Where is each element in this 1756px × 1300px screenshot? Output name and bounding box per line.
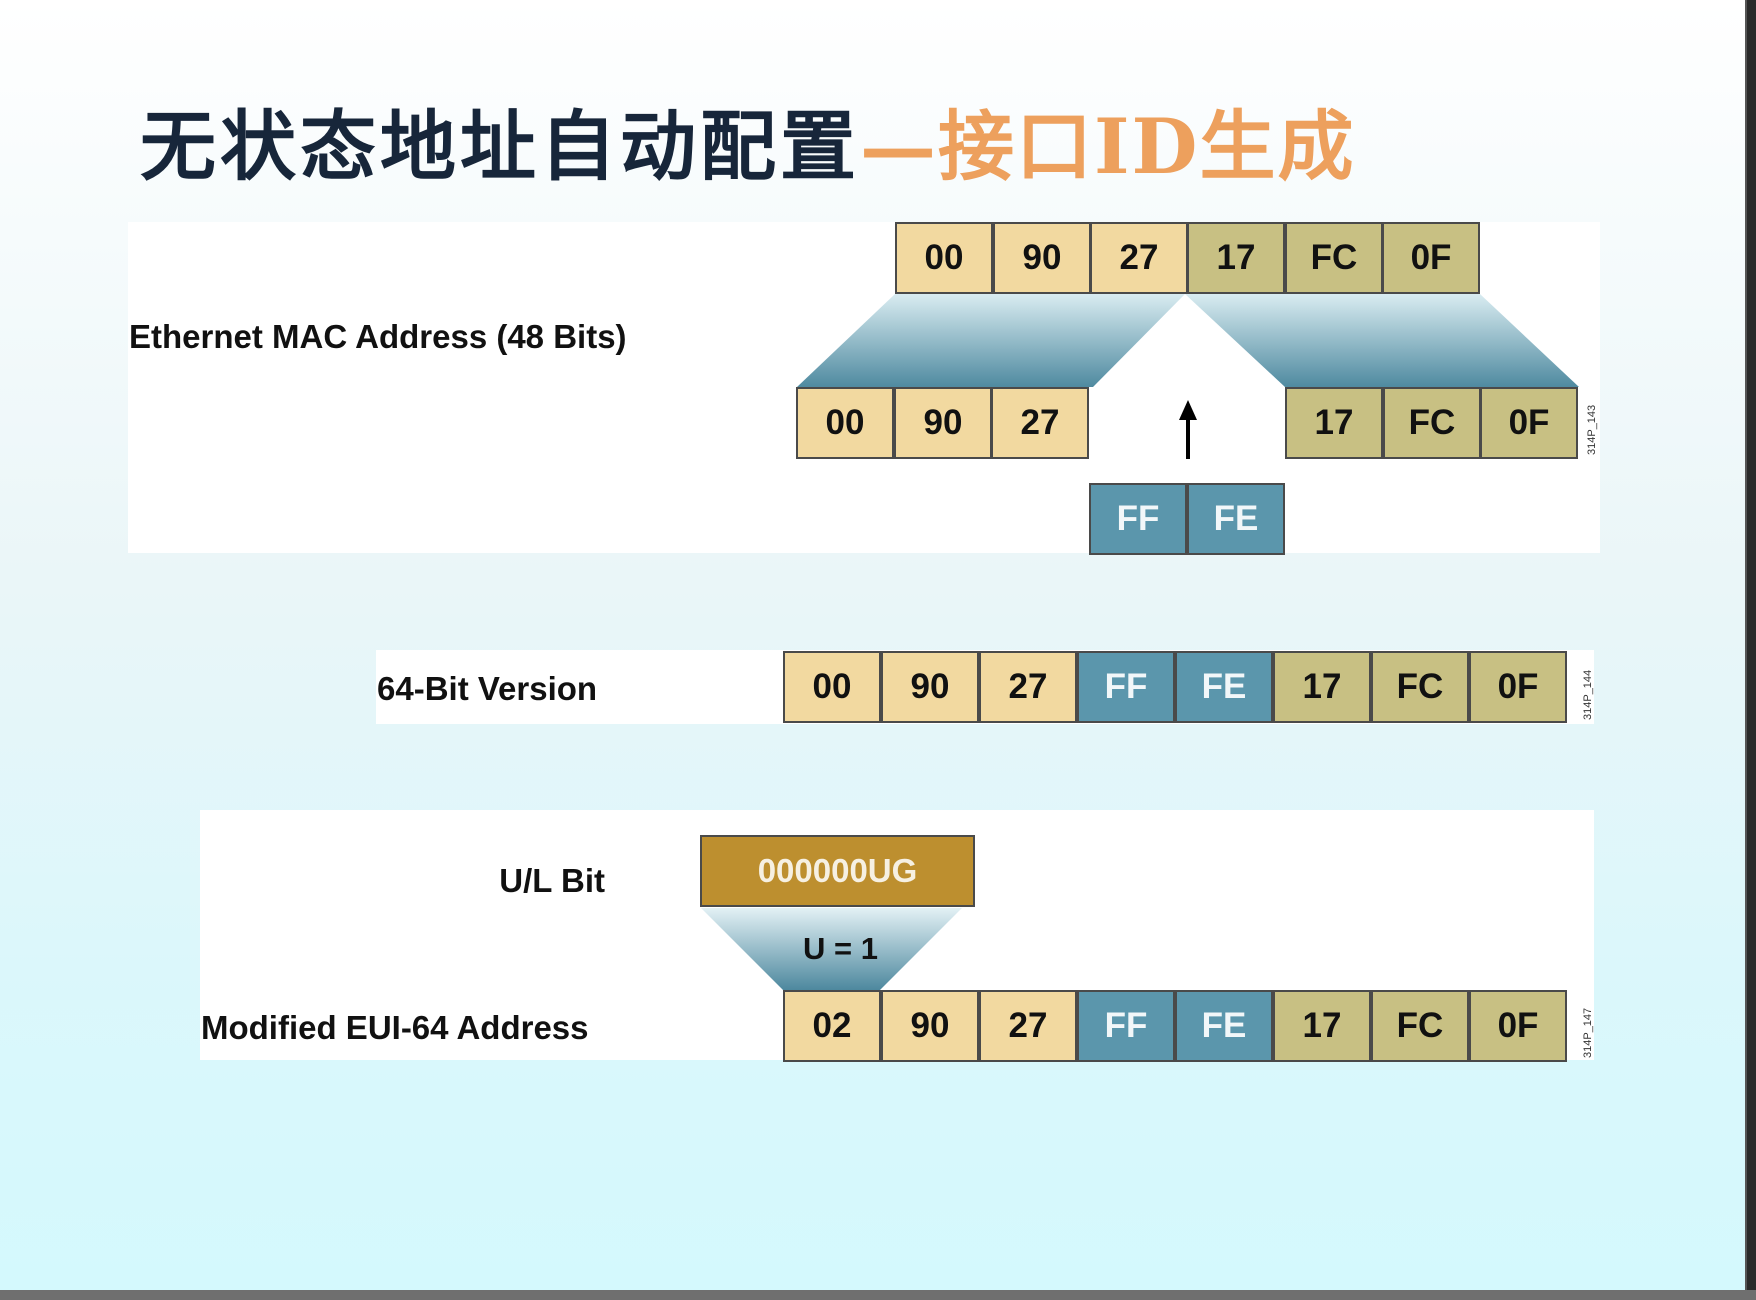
mac-byte-3: 27 — [1090, 222, 1188, 294]
bottom-bar — [0, 1290, 1756, 1300]
eui-byte-3: 27 — [979, 990, 1077, 1062]
bit64-byte-7: FC — [1371, 651, 1469, 723]
ul-bit-label: U/L Bit — [499, 862, 605, 899]
bit64-byte-8: 0F — [1469, 651, 1567, 723]
figure-code-147: 314P_147 — [1582, 1007, 1594, 1058]
eui-byte-6: 17 — [1273, 990, 1371, 1062]
left-half-byte-2: 90 — [894, 387, 992, 459]
bit64-label: 64-Bit Version — [377, 670, 598, 707]
bit64-byte-2: 90 — [881, 651, 979, 723]
eui-byte-7: FC — [1371, 990, 1469, 1062]
bit64-byte-3: 27 — [979, 651, 1077, 723]
title-main: 无状态地址自动配置 — [140, 102, 860, 191]
mac-byte-4: 17 — [1187, 222, 1285, 294]
up-arrow-icon — [1179, 400, 1197, 459]
right-half-byte-2: FC — [1383, 387, 1481, 459]
eui-byte-5: FE — [1175, 990, 1273, 1062]
split-right-shape — [1185, 294, 1579, 387]
mac-address-label: Ethernet MAC Address (48 Bits) — [129, 318, 627, 355]
eui64-label: Modified EUI-64 Address — [201, 1009, 589, 1046]
left-half-byte-1: 00 — [796, 387, 894, 459]
mac-byte-5: FC — [1285, 222, 1383, 294]
left-half-byte-3: 27 — [991, 387, 1089, 459]
eui-byte-4: FF — [1077, 990, 1175, 1062]
right-half-byte-1: 17 — [1285, 387, 1383, 459]
u-equals-label: U = 1 — [803, 931, 878, 966]
right-half-byte-3: 0F — [1480, 387, 1578, 459]
title-accent: —接口ID生成 — [860, 102, 1356, 191]
split-left-shape — [797, 294, 1185, 387]
eui-byte-8: 0F — [1469, 990, 1567, 1062]
page-title: 无状态地址自动配置—接口ID生成 — [140, 102, 1355, 192]
bit64-byte-6: 17 — [1273, 651, 1371, 723]
mac-byte-2: 90 — [993, 222, 1091, 294]
eui-byte-2: 90 — [881, 990, 979, 1062]
ul-funnel-shape-2 — [701, 908, 962, 990]
mac-byte-1: 00 — [895, 222, 993, 294]
eui-byte-1: 02 — [783, 990, 881, 1062]
bit64-byte-5: FE — [1175, 651, 1273, 723]
mac-byte-6: 0F — [1382, 222, 1480, 294]
insert-byte-fe: FE — [1187, 483, 1285, 555]
bit64-byte-4: FF — [1077, 651, 1175, 723]
insert-byte-ff: FF — [1089, 483, 1187, 555]
ul-bit-box: 000000UG — [700, 835, 975, 907]
bit64-byte-1: 00 — [783, 651, 881, 723]
